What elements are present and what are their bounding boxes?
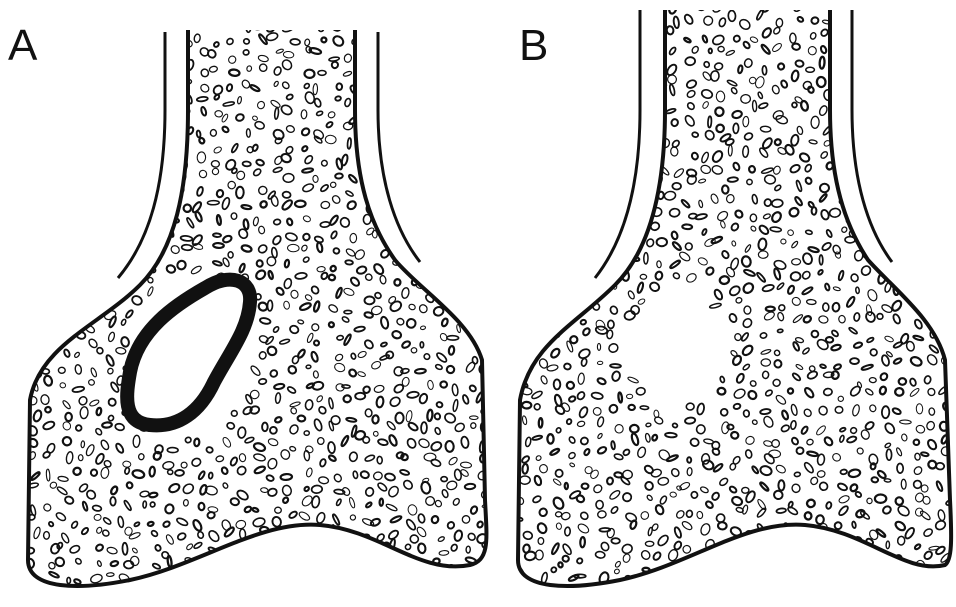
panel-b-outer-cortex-right: [852, 10, 892, 262]
panel-a-label: A: [8, 24, 37, 68]
panel-a-outer-cortex-right: [378, 32, 420, 262]
panel-a: [9, 15, 494, 602]
panel-b-label: B: [519, 24, 548, 68]
panel-b: [500, 0, 956, 599]
panel-a-bone-outline: [28, 30, 486, 586]
panel-a-outer-cortex-left: [118, 32, 165, 278]
panel-b-outer-cortex-left: [595, 10, 640, 278]
panel-a-lesion-sclerotic-rim: [127, 280, 250, 426]
panel-b-trabecular-pattern: [500, 0, 956, 599]
